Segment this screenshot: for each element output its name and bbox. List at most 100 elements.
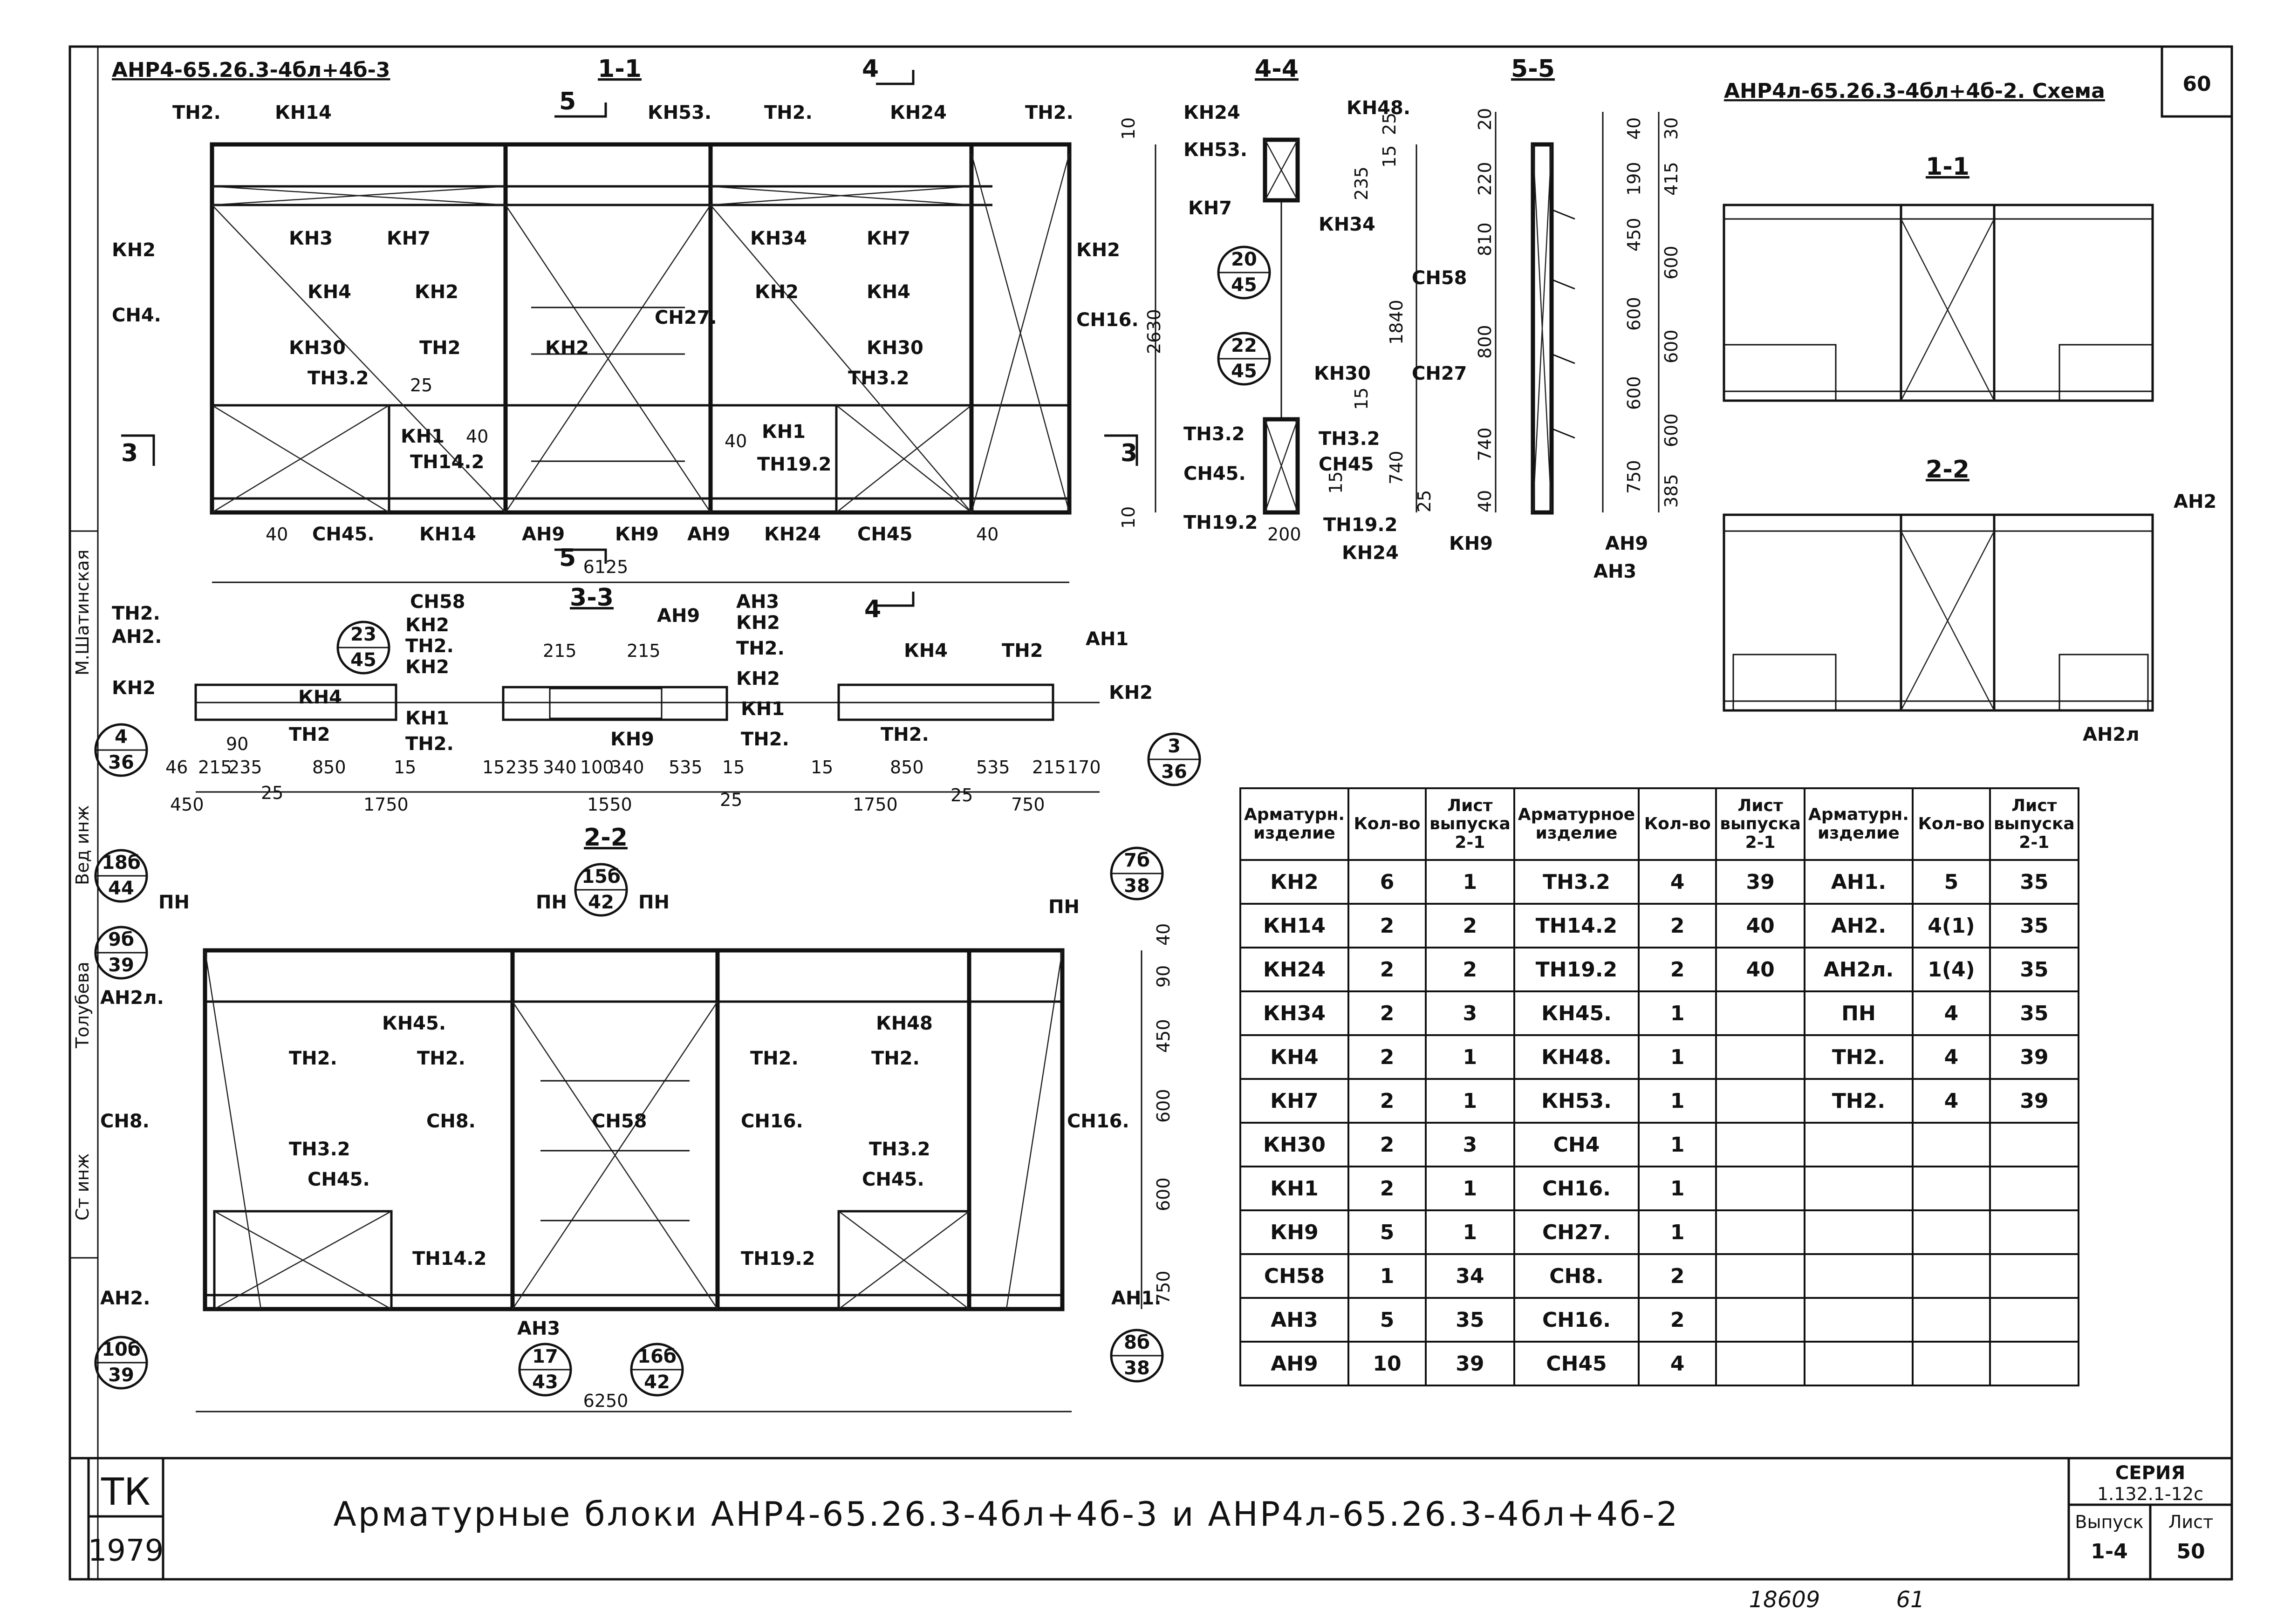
table-cell: КН45.: [1513, 990, 1640, 1036]
main-dim-10-b: 10: [1118, 506, 1139, 529]
table-cell: 1: [1638, 1034, 1717, 1080]
s22-circle-3: 7б 38: [1110, 846, 1164, 901]
s44-circle-a-bottom: 45: [1231, 274, 1257, 296]
s55-dim-l-0: 20: [1475, 108, 1495, 130]
s33-label-0: ТН2.: [112, 603, 160, 624]
s55-dim-m-3: 600: [1624, 297, 1644, 331]
scheme-section-a: 1-1: [1926, 153, 1969, 181]
main-label-kn24: КН24: [890, 102, 947, 123]
table-cell: 3: [1425, 990, 1515, 1036]
s55-dim-m-4: 600: [1624, 376, 1644, 410]
main-label-kn1-a: КН1: [401, 426, 444, 447]
table-cell: 1: [1425, 1078, 1515, 1124]
table-cell: [1989, 1209, 2079, 1255]
s44-label-kn53: КН53.: [1183, 139, 1247, 161]
s22-circle-1-top: 9б: [108, 929, 134, 950]
s33-circle-b-top: 4: [115, 726, 128, 748]
table-cell: [1715, 1034, 1805, 1080]
section-mark-3-left: 3: [121, 439, 138, 467]
s44-label-kn24: КН24: [1183, 102, 1240, 123]
table-cell: КН30: [1239, 1122, 1349, 1167]
s44-label-kn48: КН48.: [1347, 97, 1410, 119]
s33-dim-4: 850: [312, 757, 346, 778]
s33-label-11: АН9: [657, 605, 700, 627]
table-cell: КН9: [1239, 1209, 1349, 1255]
table-cell: АН1.: [1803, 859, 1914, 905]
table-cell: 3: [1425, 1122, 1515, 1167]
table-cell: 2: [1347, 1078, 1427, 1124]
main-label-th32-b: ТН3.2: [848, 368, 909, 389]
table-cell: [1715, 1122, 1805, 1167]
main-dim-2630: 2630: [1144, 309, 1164, 354]
s22-label-11: СН8.: [100, 1111, 150, 1132]
archive-page: 61: [1896, 1587, 1924, 1613]
s44-dim-1840: 1840: [1386, 300, 1407, 345]
table-cell: АН2л.: [1803, 947, 1914, 992]
s33-dim-24: 25: [951, 785, 973, 805]
s22-label-7: ТН2.: [289, 1048, 337, 1069]
s33-label-18: КН9: [610, 729, 654, 750]
main-dim-40-c: 40: [466, 426, 488, 447]
s33-label-12: АН3: [736, 591, 779, 613]
main-dim-10-a: 10: [1118, 117, 1139, 140]
s33-label-1: АН2.: [112, 626, 162, 648]
main-label-kn2-b: КН2: [415, 281, 458, 303]
main-elevation: АНР4-65.26.3-4бл+4б-3 1-1 ТН2. КН14 КН53…: [112, 55, 1164, 623]
table-cell: СН16.: [1513, 1297, 1640, 1343]
s22-label-2: ПН: [638, 892, 670, 913]
s22-dim-4: 600: [1153, 1177, 1174, 1211]
list-value: 50: [2176, 1540, 2205, 1563]
table-cell: КН53.: [1513, 1078, 1640, 1124]
main-label-th2-d: ТН2: [419, 337, 461, 359]
table-cell: 39: [1425, 1341, 1515, 1386]
table-cell: [1715, 1341, 1805, 1386]
s33-circle-a-top: 23: [350, 624, 376, 645]
s22-label-21: ТН19.2: [741, 1248, 815, 1269]
table-cell: [1911, 1166, 1991, 1211]
s55-dim-l-2: 810: [1475, 222, 1495, 256]
spec-header-4: Кол-во: [1638, 787, 1717, 861]
table-cell: 4(1): [1911, 903, 1991, 948]
table-cell: 35: [1989, 990, 2079, 1036]
s33-label-20: ТН2: [1002, 640, 1043, 662]
s55-label-an3: АН3: [1593, 561, 1636, 582]
table-cell: [1715, 1209, 1805, 1255]
s33-dim-21: 215: [1032, 757, 1066, 778]
main-label-kn7-b: КН7: [867, 228, 910, 249]
s33-label-15: КН2: [736, 668, 780, 689]
s22-dim-1: 90: [1153, 965, 1174, 988]
spec-header-8: Лист выпуска 2-1: [1989, 787, 2079, 861]
s33-label-22: КН2: [1109, 682, 1153, 703]
s22-circle-6-top: 16б: [637, 1346, 677, 1367]
table-cell: 1(4): [1911, 947, 1991, 992]
spec-header-6: Арматурн. изделие: [1803, 787, 1914, 861]
table-cell: 4: [1638, 1341, 1717, 1386]
s33-label-16: КН1: [741, 698, 785, 720]
s55-dim-l-4: 740: [1475, 427, 1495, 461]
scheme-section-b: 2-2: [1926, 456, 1969, 484]
main-label-kn53: КН53.: [648, 102, 711, 123]
table-cell: СН8.: [1513, 1253, 1640, 1299]
s22-circle-4: 10б 39: [94, 1336, 148, 1390]
s33-dim-27: 215: [627, 641, 661, 661]
s22-circle-7-bottom: 38: [1124, 1358, 1150, 1379]
s33-label-9: КН1: [405, 708, 449, 729]
section-mark-4-bottom: 4: [864, 595, 881, 623]
table-cell: КН1: [1239, 1166, 1349, 1211]
main-label-sn45-a: СН45.: [312, 524, 375, 545]
s33-dim-26: 215: [543, 641, 577, 661]
s33-dim-23: 1750: [853, 794, 898, 815]
main-label-th2-c: ТН2.: [1025, 102, 1074, 123]
s33-dim-0: 46: [165, 757, 188, 778]
main-label-th192: ТН19.2: [757, 454, 831, 475]
s33-label-7: ТН2.: [405, 635, 454, 657]
table-cell: АН9: [1239, 1341, 1349, 1386]
s33-dim-22: 170: [1067, 757, 1101, 778]
s22-circle-4-top: 10б: [102, 1339, 141, 1360]
spec-header-0: Арматурн. изделие: [1239, 787, 1349, 861]
s22-circle-0-top: 18б: [102, 852, 141, 873]
